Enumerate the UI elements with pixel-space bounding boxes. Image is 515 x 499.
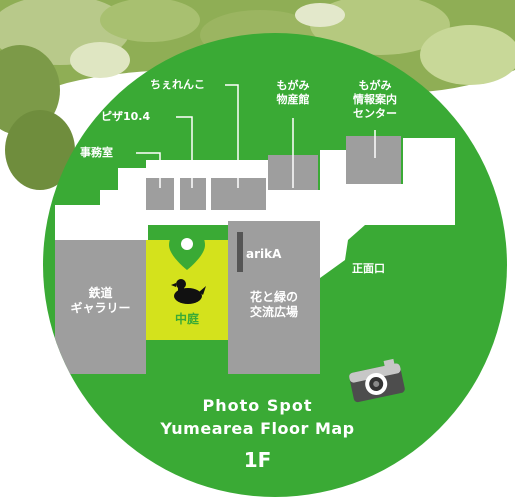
flower-plaza-line1: 花と緑の [249,290,298,304]
pizza-label: ピザ10.4 [101,110,151,123]
mogami-info-label: もがみ 情報案内 センター [340,79,410,121]
north-exit-label: 北口 [20,222,42,235]
mogami-info-area [346,136,401,184]
mogami-bussan-line1: もがみ [276,79,310,92]
mogami-info-line3: センター [353,107,397,120]
railway-gallery-label: 鉄道 ギャラリー [55,286,146,316]
courtyard-label: 中庭 [174,312,199,326]
arika-label: arikA [246,247,282,261]
railway-gallery-line1: 鉄道 [88,286,113,300]
railway-gallery-area [55,240,146,374]
arika-area [237,232,243,272]
mogami-info-line2: 情報案内 [353,93,397,106]
mogami-info-line1: もがみ [358,79,392,92]
photo-spot-title: Photo Spot [202,396,313,415]
floor-number: 1F [243,448,272,472]
flower-plaza-label: 花と緑の 交流広場 [228,290,320,320]
duck-icon [171,279,206,304]
floor-map-title: Yumearea Floor Map [160,419,355,438]
chirenko-leader [225,84,239,188]
mogami-bussan-line2: 物産館 [276,93,310,106]
mogami-bussan-label: もがみ 物産館 [265,79,321,107]
office-leader [136,152,161,188]
location-pin-icon [169,228,205,270]
chirenko-label: ちぇれんこ [150,78,205,91]
pizza-leader [176,116,193,188]
railway-gallery-line2: ギャラリー [70,301,131,315]
camera-icon [349,358,405,403]
main-entrance-label: 正面口 [352,262,385,275]
office-label: 事務室 [80,146,113,159]
flower-plaza-area [228,221,320,374]
pizza-area [180,178,206,210]
flower-plaza-line2: 交流広場 [249,305,298,319]
